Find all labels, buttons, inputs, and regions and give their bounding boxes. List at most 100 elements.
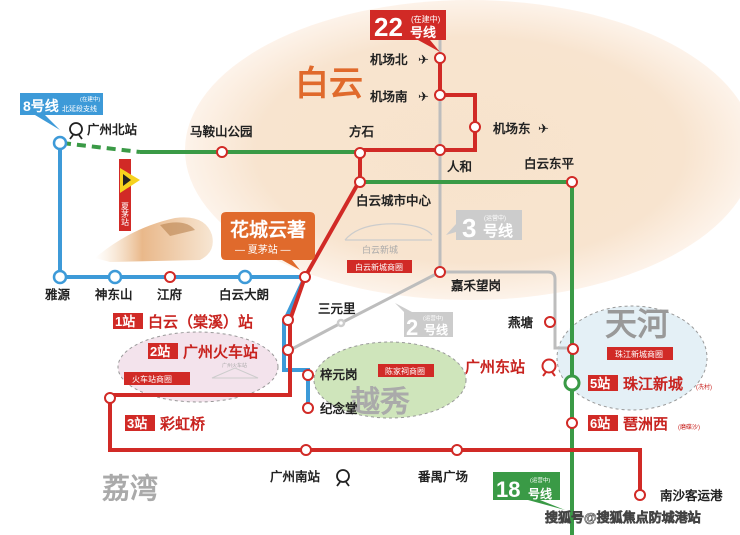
station-guangzhou-north[interactable]: 广州北站 — [87, 122, 138, 137]
badge-line-2: 2 号线 (运营中) — [395, 303, 453, 340]
station-marker[interactable] — [434, 52, 446, 64]
badge-line-3-num: 3 — [462, 213, 476, 243]
railway-icon — [69, 122, 83, 140]
featured-stop-3[interactable]: 3站 彩虹桥 — [125, 415, 206, 433]
callout-title: 花城云著 — [230, 218, 306, 241]
station-marker[interactable] — [164, 271, 176, 283]
badge-line-22-status: (在建中) — [411, 14, 441, 24]
station-yantang[interactable]: 燕塘 — [508, 315, 534, 330]
badge-line-2-num: 2 — [406, 315, 418, 340]
station-marker[interactable] — [216, 146, 228, 158]
station-jiangfu[interactable]: 江府 — [157, 287, 183, 302]
district-tianhe: 天河 — [605, 306, 669, 342]
station-jiahewanggang[interactable]: 嘉禾望岗 — [450, 278, 501, 293]
station-marker[interactable] — [282, 344, 294, 356]
station-marker[interactable] — [299, 271, 311, 283]
featured-stop-5[interactable]: 5站 珠江新城 (冼村) — [588, 375, 712, 393]
station-marker[interactable] — [451, 444, 463, 456]
landmark-label: 广州火车站 — [222, 362, 247, 369]
station-marker[interactable] — [544, 316, 556, 328]
station-marker[interactable] — [52, 269, 68, 285]
station-marker[interactable] — [566, 176, 578, 188]
featured-stop-badge: 2站 — [150, 344, 170, 359]
station-airport-north[interactable]: 机场北 — [370, 52, 408, 67]
railway-icon — [541, 358, 557, 377]
tag-railway-station: 火车站商圈 — [124, 372, 190, 385]
station-marker[interactable] — [566, 417, 578, 429]
featured-stop-name: 彩虹桥 — [159, 415, 206, 433]
station-marker[interactable] — [52, 135, 68, 151]
featured-stop-1[interactable]: 1站 白云（棠溪）站 — [113, 313, 253, 331]
landmark-label: 白云新城 — [362, 244, 398, 255]
watermark: 搜狐号@搜狐焦点防城港站 — [545, 510, 701, 525]
station-renhe[interactable]: 人和 — [447, 159, 472, 174]
district-yuexiu: 越秀 — [350, 386, 410, 419]
featured-stop-2[interactable]: 2站 广州火车站 — [148, 343, 258, 361]
station-guangzhou-south[interactable]: 广州南站 — [270, 469, 321, 484]
blue-station-markers — [52, 135, 346, 328]
tag-label: 珠江新城商圈 — [615, 349, 663, 359]
station-airport-east[interactable]: 机场东 — [493, 121, 531, 136]
badge-line-22-suffix: 号线 — [410, 25, 436, 40]
station-markers — [104, 52, 646, 501]
featured-stop-6[interactable]: 6站 琶洲西 (磨碟沙) — [588, 415, 700, 433]
station-baiyun-dongping[interactable]: 白云东平 — [524, 156, 575, 171]
station-jiniantang[interactable]: 纪念堂 — [320, 401, 358, 416]
station-yayuan[interactable]: 雅源 — [44, 287, 71, 302]
badge-line-8: 8号线 北延段支线 (在建中) — [20, 93, 103, 130]
featured-stop-name: 珠江新城 — [623, 375, 683, 393]
badge-line-18-suffix: 号线 — [528, 486, 552, 501]
badge-line-18-status: (运营中) — [530, 476, 550, 484]
station-guangzhou-east[interactable]: 广州东站 — [465, 358, 525, 376]
station-marker[interactable] — [354, 176, 366, 188]
station-fangshi[interactable]: 方石 — [349, 124, 374, 139]
station-marker[interactable] — [434, 89, 446, 101]
badge-line-22: 22 号线 (在建中) — [370, 10, 446, 52]
featured-stop-badge: 1站 — [115, 314, 135, 329]
tag-baiyun-new-city: 白云新城商圈 — [347, 260, 412, 273]
station-marker[interactable] — [469, 121, 481, 133]
station-marker[interactable] — [567, 343, 579, 355]
station-marker[interactable] — [336, 318, 346, 328]
station-marker[interactable] — [282, 314, 294, 326]
badge-line-8-num: 8号线 — [23, 98, 59, 114]
station-marker[interactable] — [354, 147, 366, 159]
badge-line-8-suffix: 北延段支线 — [62, 104, 97, 113]
xiamao-sign: 夏茅站 — [119, 159, 140, 231]
badge-line-8-status: (在建中) — [80, 95, 100, 103]
tag-zhujiang-new-city: 珠江新城商圈 — [607, 347, 673, 360]
station-baiyun-center[interactable]: 白云城市中心 — [356, 193, 432, 208]
station-nansha-port[interactable]: 南沙客运港 — [660, 488, 723, 503]
project-callout[interactable]: 花城云著 — 夏茅站 — — [221, 212, 315, 270]
station-marker[interactable] — [302, 402, 314, 414]
station-baiyun-dalang[interactable]: 白云大朗 — [219, 287, 269, 302]
station-sanyuanli[interactable]: 三元里 — [318, 301, 356, 316]
landmark-baiyun-new-city: 白云新城 — [344, 223, 433, 255]
station-marker[interactable] — [237, 269, 253, 285]
station-maanshan[interactable]: 马鞍山公园 — [190, 124, 253, 139]
badge-line-18-num: 18 — [496, 477, 520, 502]
station-airport-south[interactable]: 机场南 — [370, 89, 408, 104]
featured-stop-name: 广州火车站 — [183, 343, 258, 361]
station-ziyuangang[interactable]: 梓元岗 — [320, 367, 358, 382]
station-marker-zhujiang[interactable] — [563, 374, 581, 392]
station-marker[interactable] — [434, 144, 446, 156]
station-marker[interactable] — [302, 369, 314, 381]
station-shendongshan[interactable]: 神东山 — [95, 287, 133, 302]
station-marker[interactable] — [634, 489, 646, 501]
yuexiu-area — [313, 341, 467, 419]
railway-area — [117, 331, 279, 403]
station-marker[interactable] — [104, 392, 116, 404]
xiamao-sign-label: 夏茅站 — [121, 202, 130, 227]
featured-stop-badge: 5站 — [590, 376, 610, 391]
airplane-icon: ✈ — [418, 89, 429, 104]
station-marker[interactable] — [434, 266, 446, 278]
station-marker[interactable] — [107, 269, 123, 285]
station-panyu-square[interactable]: 番禺广场 — [417, 469, 468, 484]
station-marker[interactable] — [300, 444, 312, 456]
airplane-icon: ✈ — [538, 121, 549, 136]
badge-line-2-suffix: 号线 — [424, 322, 448, 337]
railway-icon — [336, 469, 350, 487]
featured-stop-badge: 3站 — [127, 416, 147, 431]
badge-line-3: 3 号线 (运营中) — [446, 210, 522, 243]
